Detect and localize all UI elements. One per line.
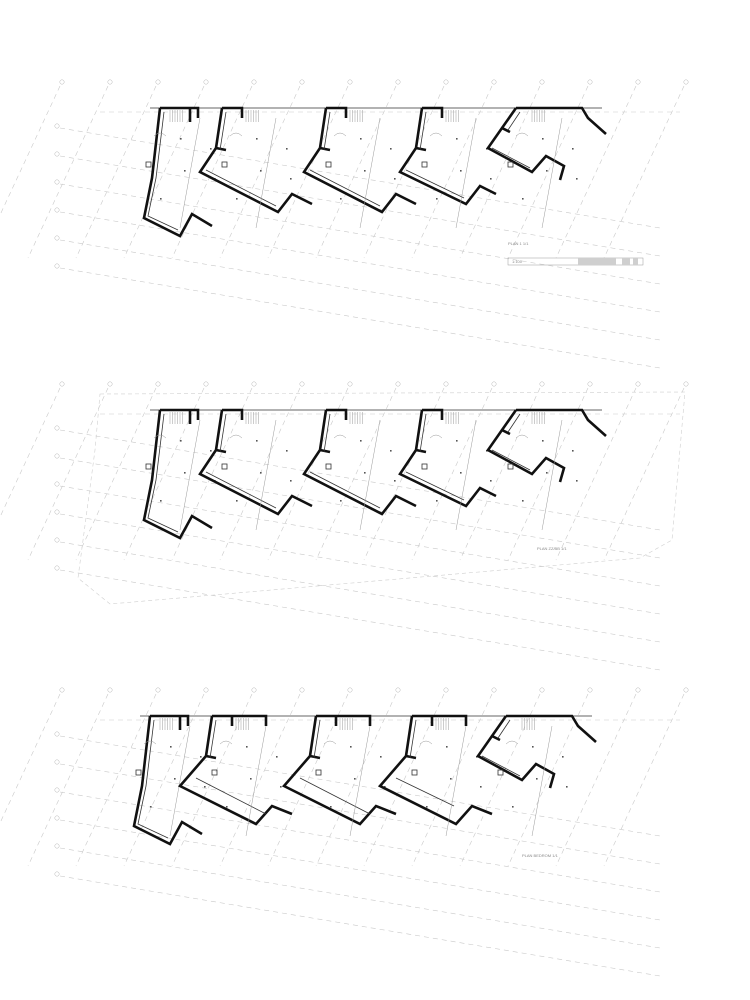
unit-outline bbox=[302, 408, 417, 531]
unit-outline bbox=[398, 408, 497, 531]
scale-bar bbox=[507, 257, 644, 266]
plan-top-label: PLAN 1 1/1 bbox=[508, 241, 529, 246]
unit-outline bbox=[198, 408, 313, 531]
floor-plan-1 bbox=[0, 79, 689, 369]
unit-outline bbox=[486, 408, 607, 531]
floor-plan-2 bbox=[0, 381, 689, 671]
unit-outline bbox=[281, 714, 397, 837]
scale-text: 1:100 bbox=[512, 259, 523, 264]
unit-outline bbox=[302, 106, 417, 229]
plan-middle-label: PLAN ZZ/BB 1/1 bbox=[537, 546, 567, 551]
unit-outline bbox=[476, 714, 597, 837]
floor-plan-3 bbox=[0, 687, 689, 977]
unit-outline bbox=[377, 714, 493, 837]
site-boundary bbox=[77, 391, 686, 605]
grid-lines bbox=[0, 381, 689, 671]
unit-outline bbox=[486, 106, 607, 229]
plan-top-label-group: PLAN 1 1/1 1:100 bbox=[508, 241, 529, 264]
unit-outline bbox=[132, 714, 206, 846]
grid-lines bbox=[0, 79, 689, 369]
plan-bottom-label: PLAN BEDROM 1/1 bbox=[522, 853, 559, 858]
unit-outline bbox=[198, 106, 313, 229]
unit-outline bbox=[142, 106, 216, 238]
grid-lines bbox=[0, 687, 689, 977]
unit-outline bbox=[177, 714, 293, 837]
unit-outline bbox=[142, 408, 216, 540]
unit-outline bbox=[398, 106, 497, 229]
